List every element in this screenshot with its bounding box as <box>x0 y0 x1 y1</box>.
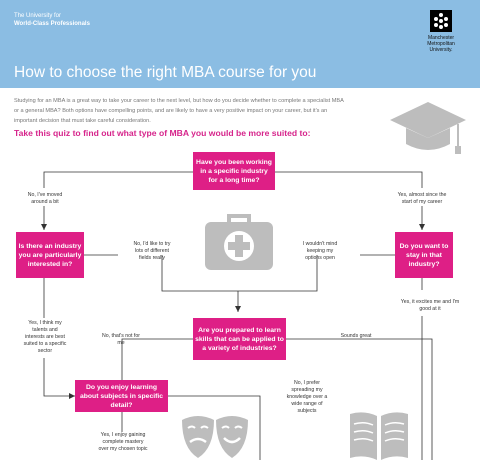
answer-suited-specific-sector: Yes, I think my talents and interests ar… <box>23 320 67 354</box>
logo-text-2: Metropolitan <box>427 41 455 47</box>
answer-not-for-me: No, that's not for me <box>102 333 140 346</box>
open-book-icon <box>350 412 408 460</box>
answer-complete-mastery: Yes, I enjoy gaining complete mastery ov… <box>98 432 148 452</box>
answer-sounds-great: Sounds great <box>340 333 372 339</box>
graduation-cap-icon <box>390 102 466 154</box>
answer-spread-knowledge: No, I prefer spreading my knowledge over… <box>286 380 328 414</box>
logo-text-1: Manchester <box>427 35 455 41</box>
connector-a4-q4 <box>238 255 318 292</box>
answer-keep-options-open: I wouldn't mind keeping my options open <box>302 241 338 261</box>
answer-try-different-fields: No, I'd like to try lots of different fi… <box>133 241 171 261</box>
page-title: How to choose the right MBA course for y… <box>14 64 317 81</box>
question-enjoy-specific-detail: Do you enjoy learning about subjects in … <box>75 380 168 412</box>
quiz-heading: Take this quiz to find out what type of … <box>14 128 311 138</box>
logo-text-3: University. <box>429 47 453 53</box>
question-industry-interest: Is there an industry you are particularl… <box>16 232 84 278</box>
university-logo: Manchester Metropolitan University. <box>414 10 468 53</box>
connector-q4-right <box>286 338 433 460</box>
logo-icon <box>430 10 452 32</box>
answer-moved-around: No, I've moved around a bit <box>27 192 63 205</box>
connector-q4-left <box>121 338 193 396</box>
connector-a6-q5 <box>43 358 75 397</box>
header-banner: The University for World-Class Professio… <box>0 0 480 88</box>
intro-text: Studying for an MBA is a great way to ta… <box>14 98 344 124</box>
theatre-masks-icon <box>182 416 248 458</box>
connector-q5-right <box>168 395 261 460</box>
tagline: The University for World-Class Professio… <box>14 12 90 28</box>
first-aid-kit-icon <box>205 214 273 270</box>
tagline-line-2: World-Class Professionals <box>14 21 90 27</box>
question-stay-in-industry: Do you want to stay in that industry? <box>395 232 453 278</box>
connector-a3-q4 <box>161 255 238 292</box>
answer-yes-since-start: Yes, almost since the start of my career <box>397 192 447 205</box>
connector-q1-left <box>43 171 193 188</box>
answer-excites-me: Yes, it excites me and I'm good at it <box>400 299 460 312</box>
connector-q1-right <box>275 171 423 188</box>
tagline-line-1: The University for <box>14 13 62 19</box>
question-learn-transferable-skills: Are you prepared to learn skills that ca… <box>193 318 286 360</box>
question-working-specific-industry: Have you been working in a specific indu… <box>193 152 275 190</box>
